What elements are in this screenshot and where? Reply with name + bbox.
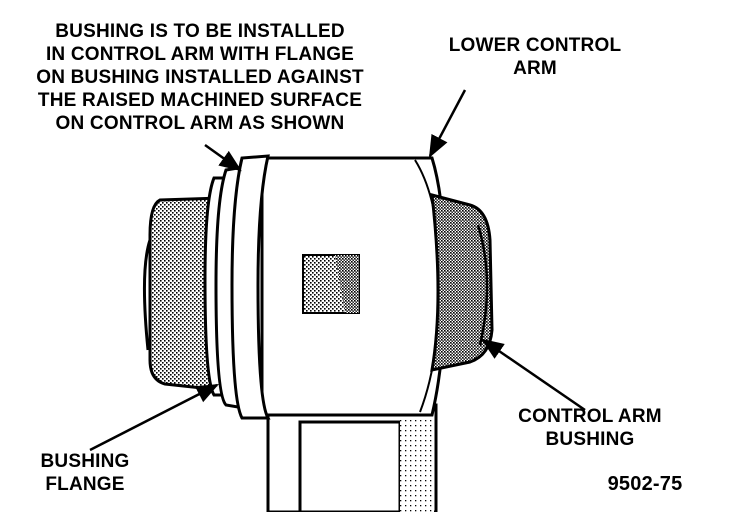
right-bushing-sleeve	[430, 192, 494, 372]
note-line-1: BUSHING IS TO BE INSTALLED	[55, 21, 345, 42]
housing-window	[302, 254, 360, 314]
note-line-3: ON BUSHING INSTALLED AGAINST	[36, 67, 364, 88]
control-arm-beam	[266, 403, 438, 512]
bushing-flange-line-2: FLANGE	[45, 474, 125, 495]
figure-number: 9502-75	[607, 473, 683, 495]
bushing-flange-label: BUSHING FLANGE	[20, 450, 150, 496]
lower-control-arm-line-1: LOWER CONTROL	[448, 35, 622, 56]
lower-control-arm-label: LOWER CONTROL ARM	[420, 34, 650, 80]
control-arm-bushing-line-2: BUSHING	[545, 429, 635, 450]
lower-control-arm-leader-arrow	[428, 89, 467, 158]
control-arm-bushing-label: CONTROL ARM BUSHING	[500, 405, 680, 451]
note-line-2: IN CONTROL ARM WITH FLANGE	[45, 44, 355, 65]
note-line-4: THE RAISED MACHINED SURFACE	[37, 90, 363, 111]
bushing-flange-leader-arrow	[89, 383, 220, 452]
bushing-flange-line-1: BUSHING	[40, 451, 130, 472]
bushing-flange-rings	[203, 154, 271, 420]
note-leader-arrow	[204, 143, 242, 172]
control-arm-bushing-line-1: CONTROL ARM	[518, 406, 662, 427]
lower-control-arm-line-2: ARM	[513, 58, 557, 79]
left-bushing-sleeve	[142, 196, 222, 392]
control-arm-bushing-leader-arrow	[481, 338, 586, 412]
installation-note-label: BUSHING IS TO BE INSTALLED IN CONTROL AR…	[20, 20, 380, 135]
note-line-5: ON CONTROL ARM AS SHOWN	[55, 113, 345, 134]
